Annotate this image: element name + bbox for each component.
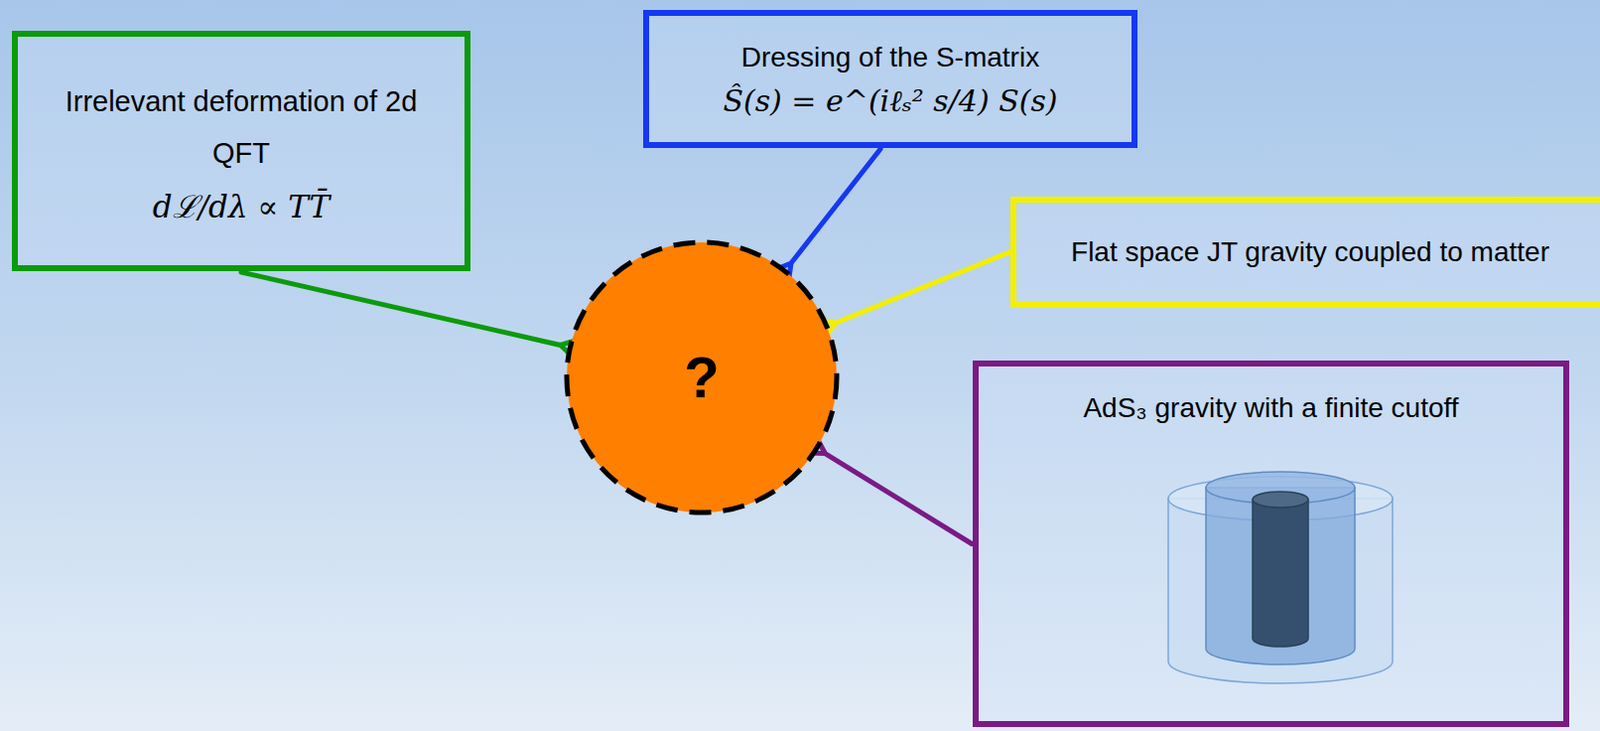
formula: Ŝ(s) = e^(iℓₛ² s/4) S(s) bbox=[722, 81, 1058, 121]
inner-cylinder-top bbox=[1252, 491, 1309, 508]
box-title: Flat space JT gravity coupled to matter bbox=[1070, 233, 1550, 271]
dashed-circle bbox=[566, 242, 837, 513]
arrow bbox=[241, 271, 584, 362]
green-box: Irrelevant deformation of 2d QFT dℒ/dλ ∝ … bbox=[11, 30, 471, 271]
middle-cylinder-body bbox=[1205, 487, 1355, 665]
orange-circle: ? bbox=[563, 239, 840, 516]
blue-box: Dressing of the S-matrixŜ(s) = e^(iℓₛ² s… bbox=[643, 9, 1138, 148]
yellow-box: Flat space JT gravity coupled to matter bbox=[1010, 196, 1600, 308]
formula: dℒ/dλ ∝ TT̄ bbox=[152, 186, 330, 227]
question-mark: ? bbox=[683, 348, 719, 406]
box-title: Dressing of the S-matrix bbox=[741, 37, 1040, 77]
box-title: Irrelevant deformation of 2d QFT bbox=[47, 75, 435, 179]
box-title: AdS₃ gravity with a finite cutoff bbox=[1082, 388, 1459, 427]
inner-cylinder-body bbox=[1252, 499, 1309, 647]
arrow bbox=[769, 148, 881, 287]
arrow bbox=[811, 252, 1010, 342]
arrow bbox=[800, 431, 972, 543]
purple-box: AdS₃ gravity with a finite cutoff bbox=[972, 360, 1570, 727]
